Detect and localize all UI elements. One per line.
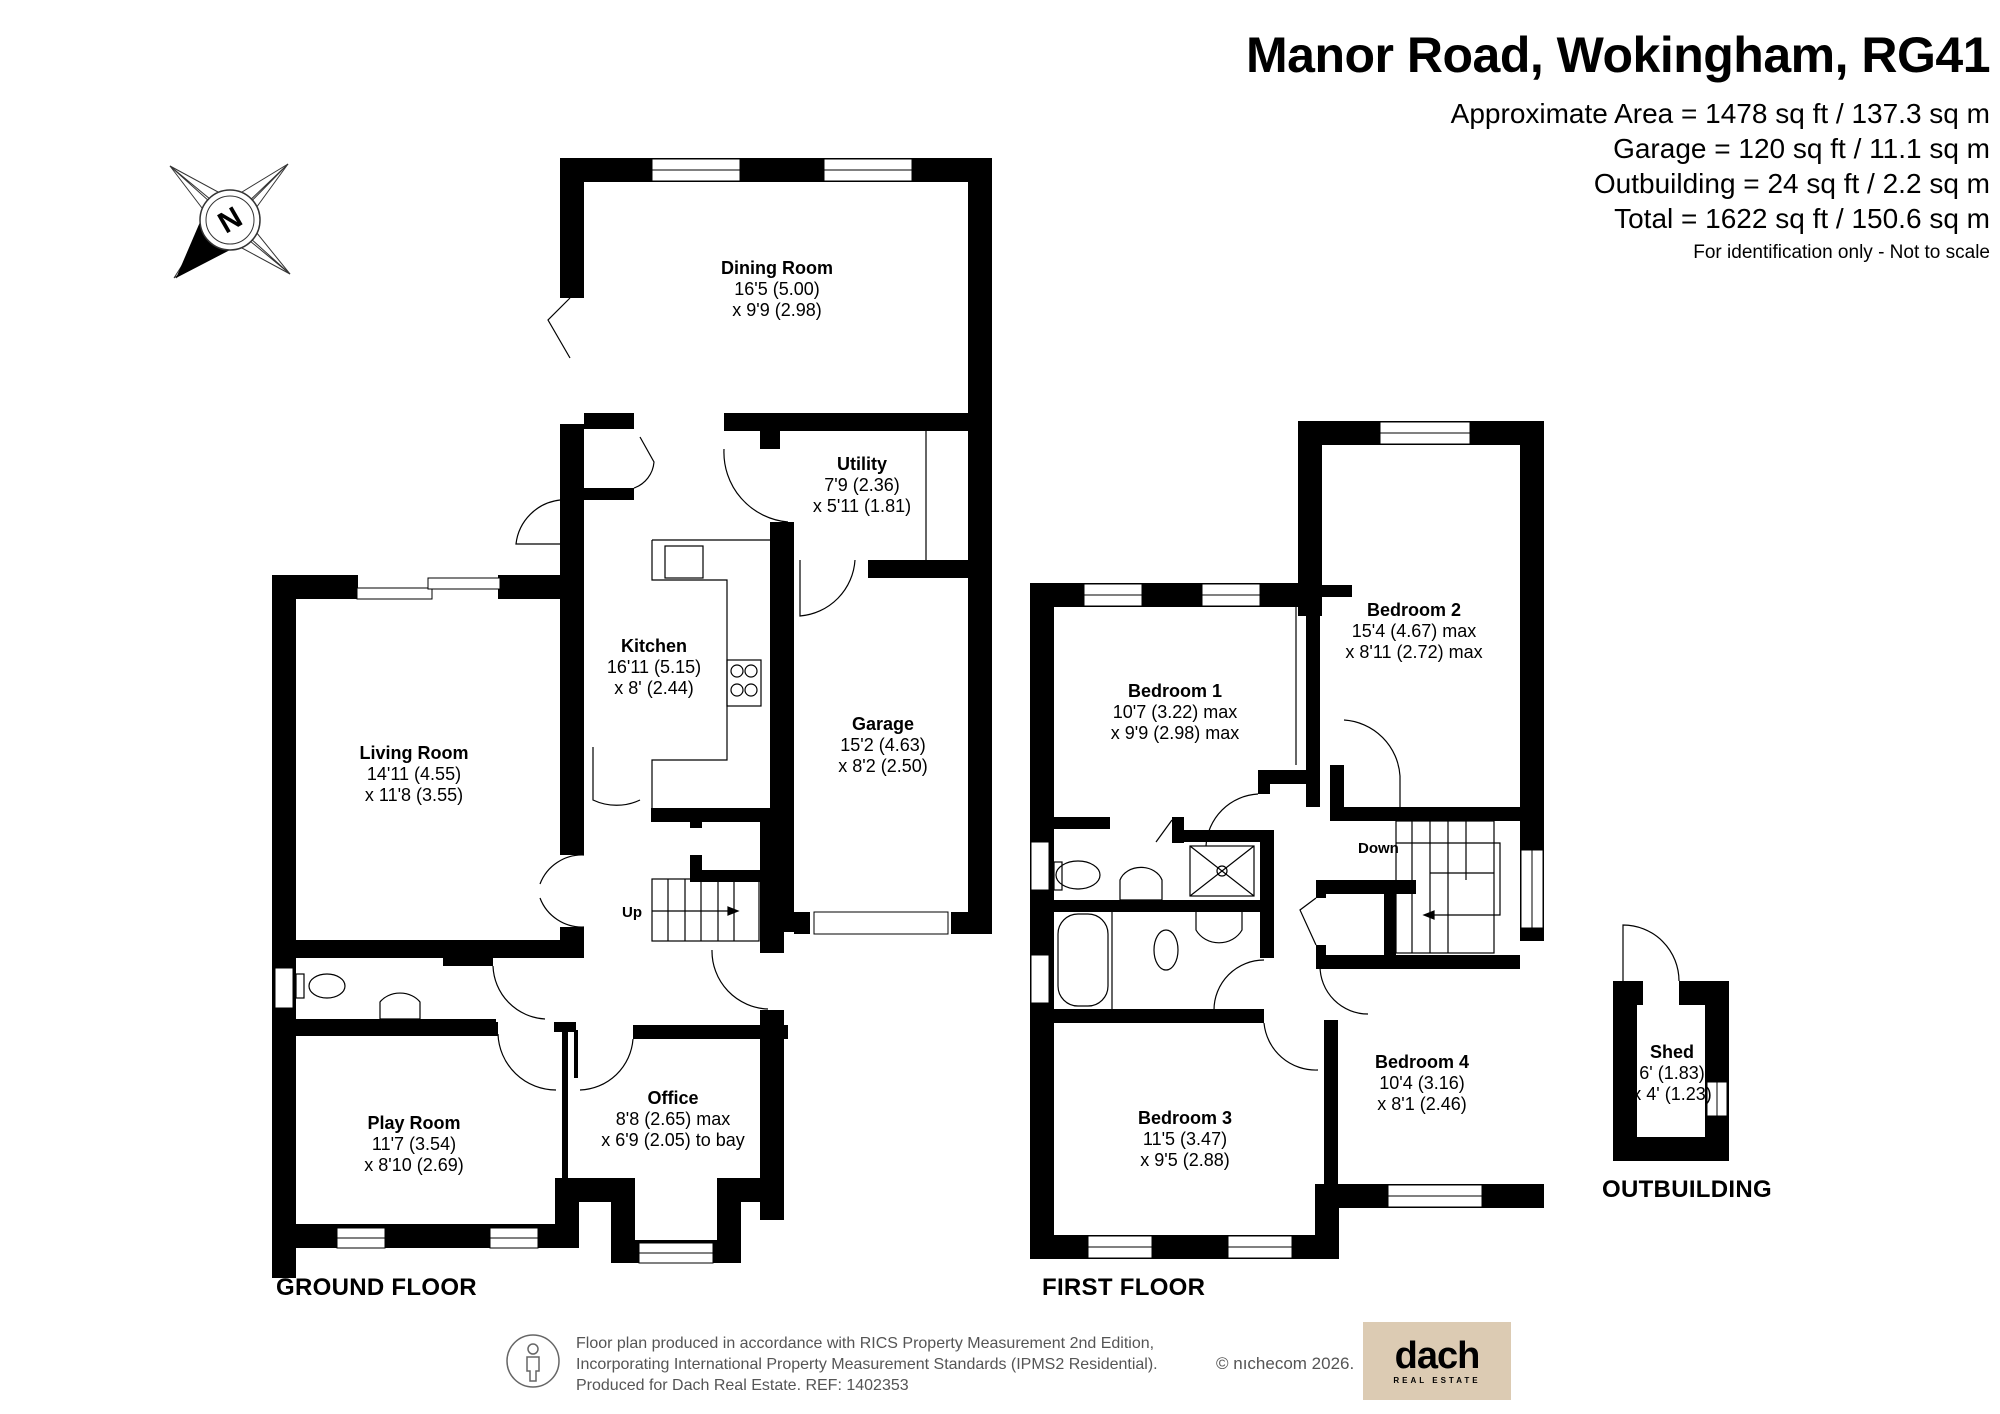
room-dimension: x 9'9 (2.98) max (1110, 723, 1240, 743)
first-floor-fixtures (1053, 607, 1501, 1071)
room-dimension: 8'8 (2.65) max (615, 1109, 731, 1129)
area-summary: Approximate Area = 1478 sq ft / 137.3 sq… (1451, 96, 1990, 236)
room-dimension: 16'5 (5.00) (734, 279, 820, 299)
room-bedroom-2: Bedroom 2 15'4 (4.67) max x 8'11 (2.72) … (1345, 600, 1482, 663)
room-dining-room: Dining Room 16'5 (5.00) x 9'9 (2.98) (721, 258, 833, 321)
first-floor-walls (1030, 421, 1544, 1259)
room-dimension: x 5'11 (1.81) (812, 496, 912, 516)
room-name: Bedroom 4 (1374, 1052, 1470, 1072)
room-dimension: x 8'11 (2.72) max (1345, 642, 1483, 662)
room-dimension: 7'9 (2.36) (824, 475, 900, 495)
first-floor-label: FIRST FLOOR (1042, 1274, 1206, 1301)
room-dimension: 16'11 (5.15) (606, 657, 702, 677)
ground-floor-label: GROUND FLOOR (276, 1274, 477, 1301)
room-name: Kitchen (620, 636, 688, 656)
first-floor-windows (1030, 421, 1544, 1259)
shed-window (1706, 1081, 1728, 1117)
room-dimension: 11'5 (3.47) (1142, 1129, 1228, 1149)
room-dimension: x 11'8 (3.55) (364, 785, 464, 805)
area-outbuilding: Outbuilding = 24 sq ft / 2.2 sq m (1593, 168, 1990, 199)
room-dimension: 11'7 (3.54) (371, 1134, 457, 1154)
room-name: Office (647, 1088, 699, 1108)
scale-disclaimer: For identification only - Not to scale (1693, 242, 1990, 263)
room-dimension: x 4' (1.23) (1632, 1084, 1712, 1104)
room-name: Garage (851, 714, 915, 734)
room-living-room: Living Room 14'11 (4.55) x 11'8 (3.55) (360, 743, 469, 806)
area-garage: Garage = 120 sq ft / 11.1 sq m (1613, 133, 1990, 164)
ground-floor-windows (274, 158, 949, 1264)
room-bedroom-3: Bedroom 3 11'5 (3.47) x 9'5 (2.88) (1138, 1108, 1232, 1171)
person-icon (506, 1334, 560, 1388)
shed-door (1622, 924, 1680, 1005)
room-name: Shed (1649, 1042, 1695, 1062)
ground-floor-walls (272, 158, 992, 1278)
room-dimension: 15'2 (4.63) (840, 735, 926, 755)
room-name: Bedroom 2 (1366, 600, 1462, 620)
logo-brand: dach (1394, 1334, 1481, 1377)
room-dimension: 15'4 (4.67) max (1351, 621, 1477, 641)
room-dimension: x 9'9 (2.98) (732, 300, 822, 320)
shed-walls (1613, 981, 1729, 1161)
room-dimension: 6' (1.83) (1639, 1063, 1705, 1083)
ground-floor-fixtures (295, 297, 927, 1091)
footer-line: Produced for Dach Real Estate. REF: 1402… (576, 1377, 909, 1394)
footer-line: Incorporating International Property Mea… (576, 1356, 1158, 1373)
room-dimension: 10'7 (3.22) max (1112, 702, 1238, 722)
stair-down-label: Down (1358, 840, 1399, 857)
logo-subtitle: REAL ESTATE (1393, 1375, 1481, 1385)
footer-disclaimer: Floor plan produced in accordance with R… (576, 1333, 1158, 1396)
room-dimension: 10'4 (3.16) (1379, 1073, 1465, 1093)
room-office: Office 8'8 (2.65) max x 6'9 (2.05) to ba… (601, 1088, 745, 1151)
area-approximate: Approximate Area = 1478 sq ft / 137.3 sq… (1450, 98, 1990, 129)
room-play-room: Play Room 11'7 (3.54) x 8'10 (2.69) (364, 1113, 464, 1176)
outbuilding-label: OUTBUILDING (1602, 1176, 1772, 1203)
room-garage: Garage 15'2 (4.63) x 8'2 (2.50) (838, 714, 927, 777)
room-bedroom-4: Bedroom 4 10'4 (3.16) x 8'1 (2.46) (1375, 1052, 1469, 1115)
room-dimension: x 8' (2.44) (614, 678, 694, 698)
area-total: Total = 1622 sq ft / 150.6 sq m (1614, 203, 1990, 234)
room-name: Play Room (367, 1113, 461, 1133)
room-name: Living Room (359, 743, 469, 763)
dach-logo: dach REAL ESTATE (1363, 1322, 1511, 1400)
room-dimension: x 8'1 (2.46) (1377, 1094, 1467, 1114)
room-dimension: x 8'10 (2.69) (364, 1155, 464, 1175)
stair-up-label: Up (622, 904, 642, 921)
copyright-notice: © nıchecom 2026. (1216, 1354, 1355, 1373)
north-compass-icon: N (169, 163, 291, 279)
property-title: Manor Road, Wokingham, RG41 (1246, 27, 1991, 83)
room-utility: Utility 7'9 (2.36) x 5'11 (1.81) (813, 454, 911, 517)
room-bedroom-1: Bedroom 1 10'7 (3.22) max x 9'9 (2.98) m… (1111, 681, 1240, 744)
room-shed: Shed 6' (1.83) x 4' (1.23) (1632, 1042, 1711, 1105)
room-name: Bedroom 3 (1137, 1108, 1233, 1128)
footer-line: Floor plan produced in accordance with R… (576, 1335, 1155, 1352)
room-dimension: x 9'5 (2.88) (1140, 1150, 1230, 1170)
room-kitchen: Kitchen 16'11 (5.15) x 8' (2.44) (607, 636, 701, 699)
room-name: Dining Room (721, 258, 833, 278)
room-dimension: 14'11 (4.55) (366, 764, 462, 784)
room-name: Utility (836, 454, 887, 474)
room-dimension: x 6'9 (2.05) to bay (601, 1130, 745, 1150)
room-dimension: x 8'2 (2.50) (838, 756, 928, 776)
room-name: Bedroom 1 (1127, 681, 1223, 701)
